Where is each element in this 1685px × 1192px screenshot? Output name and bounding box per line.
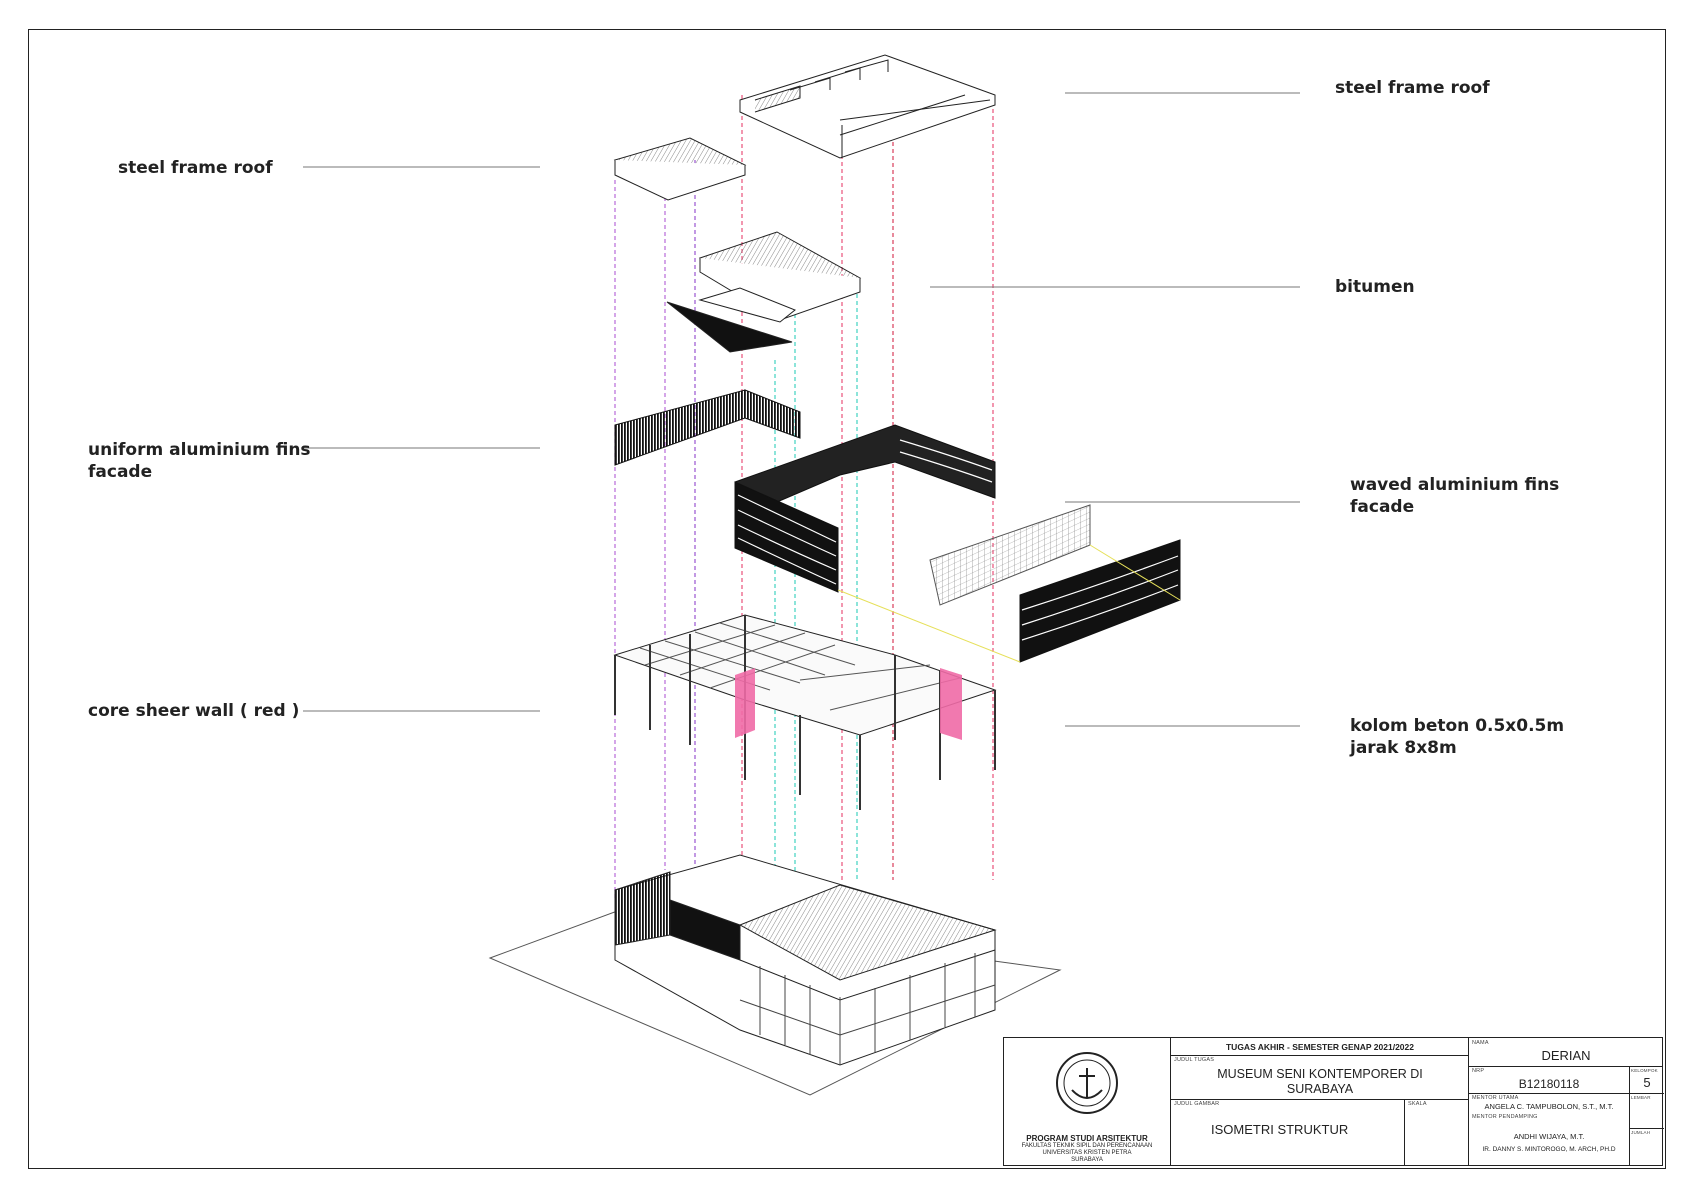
mentor-pendamping-label: MENTOR PENDAMPING <box>1472 1114 1538 1120</box>
waved-aluminium-fins-facade <box>734 424 1181 663</box>
project-title-line1: MUSEUM SENI KONTEMPORER DI <box>1217 1067 1423 1081</box>
label-uniform-fins-line2: facade <box>88 462 153 482</box>
label-uniform-fins-facade: uniform aluminium fins facade <box>88 439 311 483</box>
label-core-sheer-wall: core sheer wall ( red ) <box>88 701 300 721</box>
label-waved-fins-line2: facade <box>1350 497 1415 517</box>
faculty-name: FAKULTAS TEKNIK SIPIL DAN PERENCANAAN <box>1021 1143 1153 1149</box>
semester-header: TUGAS AKHIR - SEMESTER GENAP 2021/2022 <box>1225 1042 1414 1052</box>
university-logo-area: PROGRAM STUDI ARSITEKTUR FAKULTAS TEKNIK… <box>1004 1038 1170 1165</box>
skala-label: SKALA <box>1408 1101 1427 1107</box>
drawing-sheet-border <box>28 29 1666 1169</box>
mentor-pendamping-2: IR. DANNY S. MINTOROGO, M. ARCH, PH.D <box>1482 1146 1616 1153</box>
university-seal-icon <box>1056 1052 1118 1114</box>
leader-lines <box>303 92 1300 727</box>
project-info-column: TUGAS AKHIR - SEMESTER GENAP 2021/2022 J… <box>1170 1038 1469 1165</box>
label-waved-fins-line1: waved aluminium fins <box>1350 475 1560 495</box>
judul-gambar-label: JUDUL GAMBAR <box>1174 1101 1220 1107</box>
concrete-column-grid <box>613 614 997 810</box>
steel-frame-roof-right <box>739 54 996 159</box>
program-name: PROGRAM STUDI ARSITEKTUR <box>1026 1134 1148 1143</box>
drawing-title: ISOMETRI STRUKTUR <box>1211 1122 1349 1137</box>
title-block: PROGRAM STUDI ARSITEKTUR FAKULTAS TEKNIK… <box>1003 1037 1664 1166</box>
label-kolom-beton: kolom beton 0.5x0.5m jarak 8x8m <box>1350 715 1564 759</box>
label-waved-fins-facade: waved aluminium fins facade <box>1350 474 1559 518</box>
judul-tugas-label: JUDUL TUGAS <box>1174 1057 1215 1063</box>
label-bitumen: bitumen <box>1335 277 1415 297</box>
jumlah-label: JUMLAH <box>1631 1130 1651 1135</box>
label-kolom-line2: jarak 8x8m <box>1350 738 1457 758</box>
label-kolom-line1: kolom beton 0.5x0.5m <box>1350 716 1565 736</box>
mentor-utama-label: MENTOR UTAMA <box>1472 1095 1519 1101</box>
label-uniform-fins-line1: uniform aluminium fins <box>88 440 311 460</box>
vertical-guide-lines <box>614 95 994 900</box>
student-name: DERIAN <box>1541 1048 1591 1063</box>
city-name: SURABAYA <box>1071 1157 1103 1163</box>
ground-floor-building <box>488 854 1062 1096</box>
project-title-line2: SURABAYA <box>1286 1082 1354 1096</box>
university-name: UNIVERSITAS KRISTEN PETRA <box>1042 1150 1132 1156</box>
label-steel-frame-roof-left: steel frame roof <box>118 158 273 178</box>
kelompok-label: KELOMPOK <box>1631 1068 1658 1073</box>
uniform-aluminium-fins-facade <box>614 389 801 466</box>
bitumen-roof <box>666 231 862 353</box>
steel-frame-roof-left <box>613 137 747 201</box>
sheet-number-cell: KELOMPOK 5 LEMBAR JUMLAH <box>1629 1066 1664 1165</box>
mentor-utama: ANGELA C. TAMPUBOLON, S.T., M.T. <box>1484 1102 1614 1111</box>
nrp-label: NRP <box>1472 1068 1485 1074</box>
label-steel-frame-roof-right: steel frame roof <box>1335 78 1490 98</box>
nama-label: NAMA <box>1472 1040 1489 1046</box>
student-info-column: NAMA DERIAN NRP B12180118 KELOMPOK 5 LEM… <box>1468 1038 1664 1165</box>
group-number: 5 <box>1643 1075 1651 1090</box>
lembar-label: LEMBAR <box>1631 1095 1651 1100</box>
student-id: B12180118 <box>1518 1077 1580 1091</box>
scale-cell: SKALA <box>1404 1099 1469 1165</box>
mentor-pendamping-1: ANDHI WIJAYA, M.T. <box>1513 1132 1585 1141</box>
